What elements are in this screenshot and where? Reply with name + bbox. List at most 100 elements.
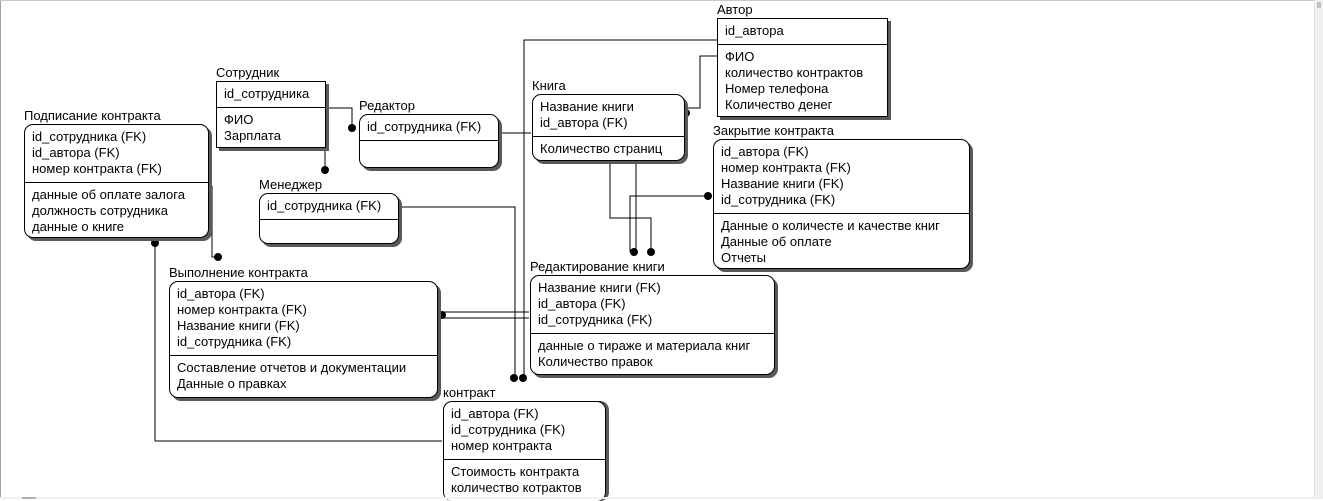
attribute-key: id_сотрудника (FK) [451,422,566,437]
attribute-key: id_сотрудника (FK) [32,129,147,144]
attribute-key: id_сотрудника (FK) [538,312,653,327]
entity-box[interactable]: id_автора (FK) номер контракта (FK) Назв… [713,139,970,269]
entity-box[interactable]: id_сотрудника (FK) [259,193,399,244]
key-section: id_сотрудника (FK) [360,115,498,141]
rel-kontrakt-podpisanie[interactable] [154,243,442,442]
entity-title: Сотрудник [216,65,280,80]
attribute: ФИО [224,112,254,127]
entity-title: Редактирование книги [530,259,665,274]
attribute: Количество страниц [540,141,663,156]
rel-end-dot [704,192,712,200]
attribute: Данные о правках [177,376,287,391]
attribute-key: номер контракта (FK) [177,302,307,317]
entity-box[interactable]: id_сотрудника (FK) [359,114,499,168]
entity-title: Выполнение контракта [169,265,308,280]
attribute-key: id_автора [725,23,784,38]
attribute: Отчеты [721,250,766,265]
attribute-section: ФИО Зарплата [217,108,325,144]
entity-title: Автор [717,2,753,17]
attribute-section: данные о тираже и материала книг Количес… [531,334,774,370]
attribute: должность сотрудника [32,203,168,218]
attribute-key: Название книги (FK) [721,176,844,191]
attribute-key: id_сотрудника (FK) [267,198,382,213]
rel-end-dot [510,374,518,382]
attribute-section: Данные о количесте и качестве книг Данны… [714,214,969,266]
scroll-up-arrow[interactable] [1317,2,1321,8]
attribute: данные об оплате залога [32,187,185,202]
rel-avtor-kniga[interactable] [686,55,717,109]
key-section: id_автора (FK) номер контракта (FK) Назв… [170,282,437,356]
rel-end-dot [348,124,356,132]
rel-zakrytie-redaktirovanie[interactable] [629,195,712,252]
key-section: Название книги (FK) id_автора (FK) id_со… [531,276,774,334]
entity-title: Подписание контракта [24,108,161,123]
attribute: Составление отчетов и документации [177,360,407,375]
rel-menedzher-kontrakt[interactable] [398,206,516,378]
attribute-section: ФИО количество контрактов Номер телефона… [718,45,887,113]
attribute-key: id_автора (FK) [721,144,809,159]
attribute-key: id_сотрудника [224,86,310,101]
attribute-key: номер контракта (FK) [32,161,162,176]
attribute-key: id_автора (FK) [32,145,120,160]
attribute-key: id_сотрудника (FK) [367,119,482,134]
attribute-section: Составление отчетов и документации Данны… [170,356,437,392]
attribute-key: Название книги (FK) [538,280,661,295]
rel-end-dot [519,374,527,382]
attribute-key: id_сотрудника (FK) [721,192,836,207]
key-section: id_автора [718,19,887,45]
attribute-section: Количество страниц [533,137,684,157]
horizontal-scrollbar[interactable] [0,497,1315,499]
rel-avtor-kontrakt[interactable] [523,39,717,378]
key-section: id_сотрудника [217,82,325,108]
attribute: ФИО [725,49,755,64]
scroll-thumb[interactable] [22,497,36,499]
rel-sotrudnik-redaktor[interactable] [325,107,353,128]
attribute: данные о книге [32,219,125,234]
entity-box[interactable]: Название книги (FK) id_автора (FK) id_со… [530,275,775,375]
attribute-key: id_автора (FK) [177,286,265,301]
rel-end-dot [630,248,638,256]
key-section: Название книги id_автора (FK) [533,95,684,137]
vertical-scrollbar[interactable] [1314,0,1323,499]
key-section: id_автора (FK) id_сотрудника (FK) номер … [444,402,605,460]
key-section: id_автора (FK) номер контракта (FK) Назв… [714,140,969,214]
key-section: id_сотрудника (FK) [260,194,398,220]
entity-box[interactable]: Название книги id_автора (FK) Количество… [532,94,685,161]
attribute-section: данные об оплате залога должность сотруд… [25,183,208,235]
key-section: id_сотрудника (FK) id_автора (FK) номер … [25,125,208,183]
attribute-key: Название книги (FK) [177,318,300,333]
attribute: Количество правок [538,354,653,369]
rel-end-dot [214,253,222,261]
rel-podpisanie-vypolnenie[interactable] [208,185,218,258]
attribute: Данные об оплате [721,234,832,249]
attribute-key: номер контракта (FK) [721,160,851,175]
attribute-section: Стоимость контракта количество котрактов [444,460,605,496]
entity-box[interactable]: id_сотрудника ФИО Зарплата [216,81,326,148]
entity-title: Менеджер [259,177,323,192]
entity-box[interactable]: id_автора (FK) номер контракта (FK) Назв… [169,281,438,398]
rel-end-dot [151,239,159,247]
attribute-key: номер контракта [451,438,552,453]
rel-end-dot [438,311,446,319]
entity-title: контракт [443,385,496,400]
attribute: количество котрактов [451,480,582,495]
entity-title: Закрытие контракта [713,123,834,138]
entity-box[interactable]: id_автора ФИО количество контрактов Номе… [717,18,888,117]
attribute-key: id_автора (FK) [451,406,539,421]
attribute: Стоимость контракта [451,464,580,479]
attribute: данные о тираже и материала книг [538,338,751,353]
attribute-key: Название книги [540,99,634,114]
entity-title: Книга [532,78,566,93]
entity-box[interactable]: id_автора (FK) id_сотрудника (FK) номер … [443,401,606,501]
attribute-key: id_автора (FK) [538,296,626,311]
attribute-key: id_автора (FK) [540,115,628,130]
attribute: Номер телефона [725,81,829,96]
entity-box[interactable]: id_сотрудника (FK) id_автора (FK) номер … [24,124,209,238]
attribute-key: id_сотрудника (FK) [177,334,292,349]
attribute: количество контрактов [725,65,864,80]
attribute: Данные о количесте и качестве книг [721,218,940,233]
attribute: Количество денег [725,97,833,112]
rel-end-dot [321,166,329,174]
